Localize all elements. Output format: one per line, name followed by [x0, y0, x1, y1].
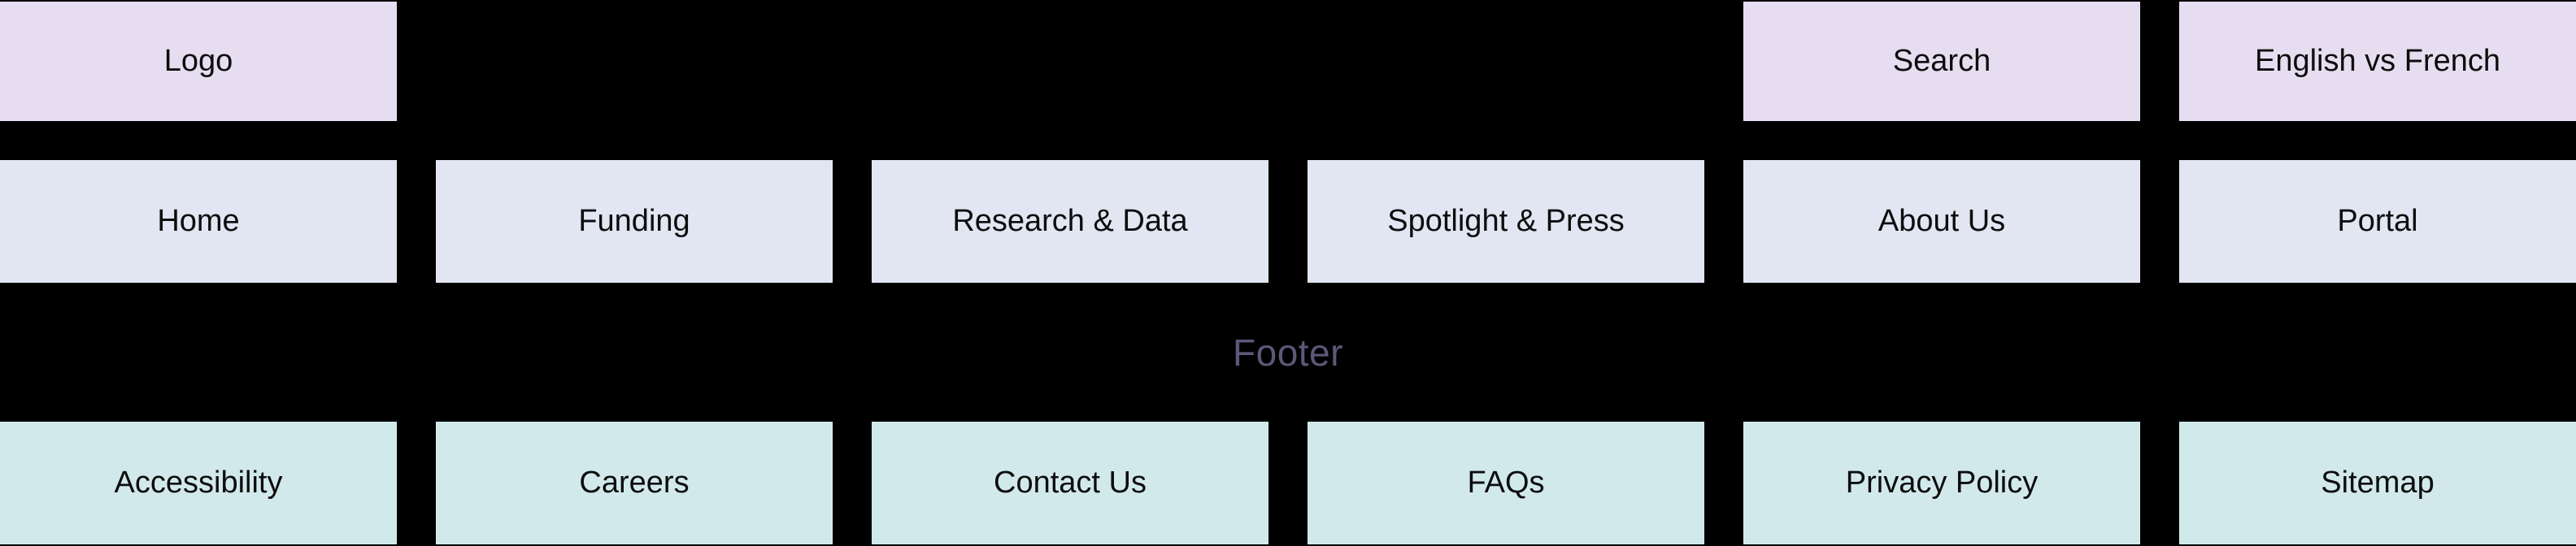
- logo-box[interactable]: Logo: [0, 2, 397, 121]
- nav-item-portal[interactable]: Portal: [2179, 160, 2576, 283]
- nav-item-spotlight-press[interactable]: Spotlight & Press: [1308, 160, 1704, 283]
- language-toggle-box-label: English vs French: [2254, 44, 2500, 78]
- nav-item-research-data[interactable]: Research & Data: [872, 160, 1268, 283]
- footer-link-faqs[interactable]: FAQs: [1308, 422, 1704, 544]
- language-toggle-box[interactable]: English vs French: [2179, 2, 2576, 121]
- footer-link-careers-label: Careers: [579, 466, 690, 500]
- nav-item-funding-label: Funding: [578, 204, 690, 238]
- nav-item-spotlight-press-label: Spotlight & Press: [1387, 204, 1625, 238]
- nav-item-about-us[interactable]: About Us: [1743, 160, 2140, 283]
- footer-link-accessibility-label: Accessibility: [114, 466, 283, 500]
- nav-item-home[interactable]: Home: [0, 160, 397, 283]
- search-box[interactable]: Search: [1743, 2, 2140, 121]
- footer-section: Footer: [0, 283, 2576, 422]
- nav-item-research-data-label: Research & Data: [952, 204, 1188, 238]
- footer-link-careers[interactable]: Careers: [436, 422, 833, 544]
- logo-box-label: Logo: [163, 44, 233, 78]
- footer-link-privacy-policy[interactable]: Privacy Policy: [1743, 422, 2140, 544]
- nav-row: Home Funding Research & Data Spotlight &…: [0, 160, 2576, 283]
- footer-section-label: Footer: [1233, 331, 1343, 374]
- footer-link-contact-us[interactable]: Contact Us: [872, 422, 1268, 544]
- search-box-label: Search: [1892, 44, 1991, 78]
- footer-link-contact-us-label: Contact Us: [994, 466, 1147, 500]
- footer-link-privacy-policy-label: Privacy Policy: [1845, 466, 2039, 500]
- footer-link-sitemap-label: Sitemap: [2321, 466, 2435, 500]
- footer-link-sitemap[interactable]: Sitemap: [2179, 422, 2576, 544]
- footer-link-faqs-label: FAQs: [1467, 466, 1545, 500]
- nav-item-portal-label: Portal: [2337, 204, 2418, 238]
- footer-links-row: Accessibility Careers Contact Us FAQs Pr…: [0, 422, 2576, 544]
- nav-item-funding[interactable]: Funding: [436, 160, 833, 283]
- nav-item-about-us-label: About Us: [1878, 204, 2006, 238]
- nav-item-home-label: Home: [157, 204, 240, 238]
- footer-link-accessibility[interactable]: Accessibility: [0, 422, 397, 544]
- header-row: Logo Search English vs French: [0, 2, 2576, 121]
